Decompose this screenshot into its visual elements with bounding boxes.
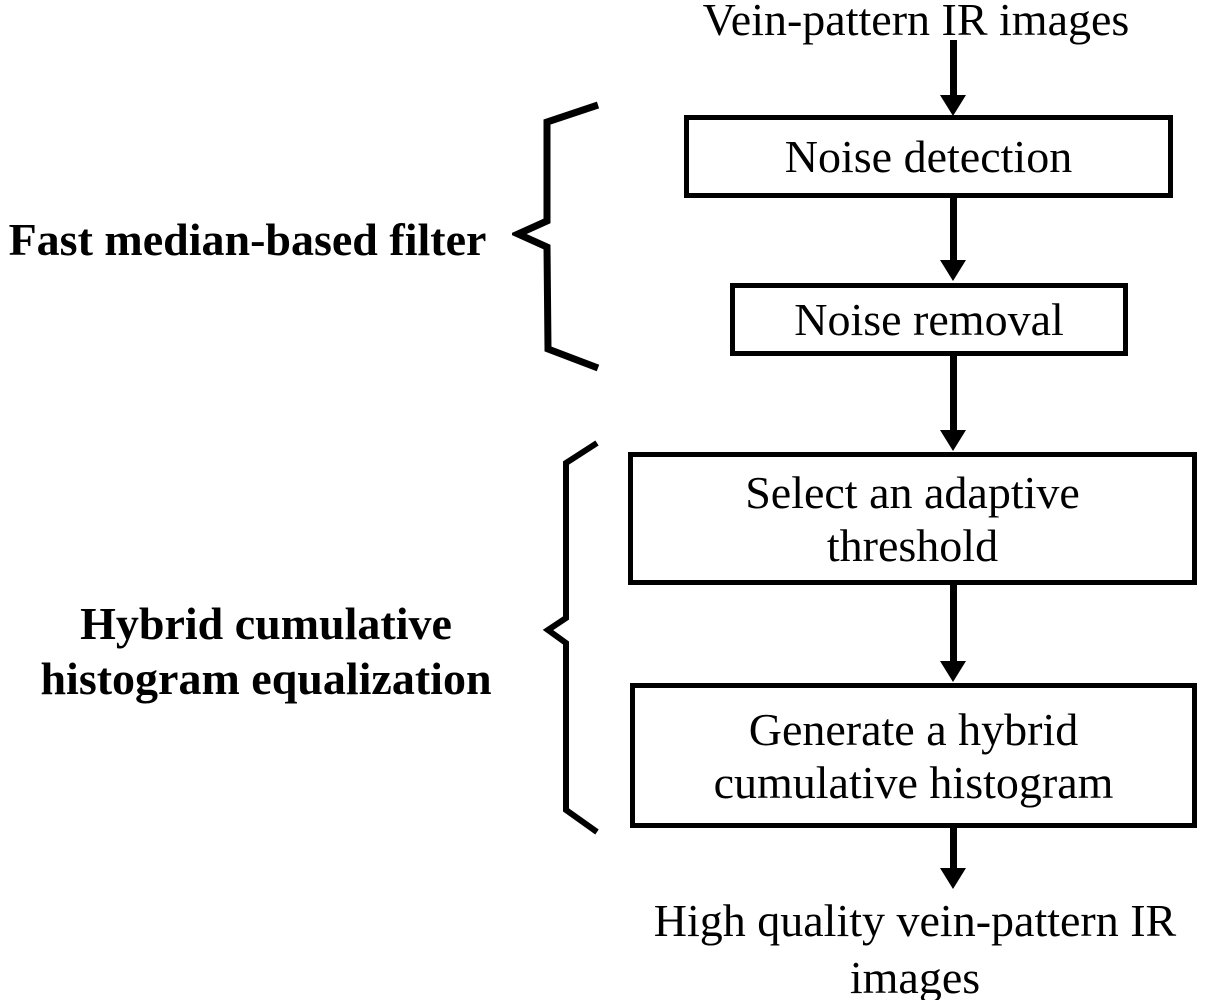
process-box-generate-histogram: Generate a hybrid cumulative histogram <box>630 683 1197 828</box>
arrowhead-icon <box>940 868 966 889</box>
arrow-step3-to-step4 <box>950 585 957 661</box>
process-box-select-threshold: Select an adaptive threshold <box>628 452 1197 585</box>
input-label: Vein-pattern IR images <box>702 0 1130 45</box>
curly-brace-icon <box>542 440 599 835</box>
group-label-hybrid-histogram-equalization: Hybrid cumulative histogram equalization <box>40 598 492 704</box>
process-box-label: Select an adaptive threshold <box>745 466 1080 571</box>
arrowhead-icon <box>940 430 966 451</box>
arrow-step1-to-step2 <box>950 198 957 260</box>
process-box-noise-removal: Noise removal <box>730 283 1128 356</box>
arrowhead-icon <box>940 260 966 281</box>
arrowhead-icon <box>940 95 966 116</box>
process-box-noise-detection: Noise detection <box>684 115 1173 198</box>
process-box-label: Generate a hybrid cumulative histogram <box>713 703 1114 808</box>
process-box-label: Noise detection <box>784 131 1073 182</box>
arrow-step2-to-step3 <box>950 356 957 430</box>
curly-brace-icon <box>512 101 600 372</box>
arrow-step4-to-output <box>950 828 957 868</box>
arrowhead-icon <box>940 661 966 682</box>
output-label: High quality vein-pattern IR images <box>653 895 1177 1000</box>
arrow-input-to-step1 <box>950 40 957 95</box>
process-box-label: Noise removal <box>794 294 1064 345</box>
group-label-fast-median-filter: Fast median-based filter <box>8 214 487 265</box>
